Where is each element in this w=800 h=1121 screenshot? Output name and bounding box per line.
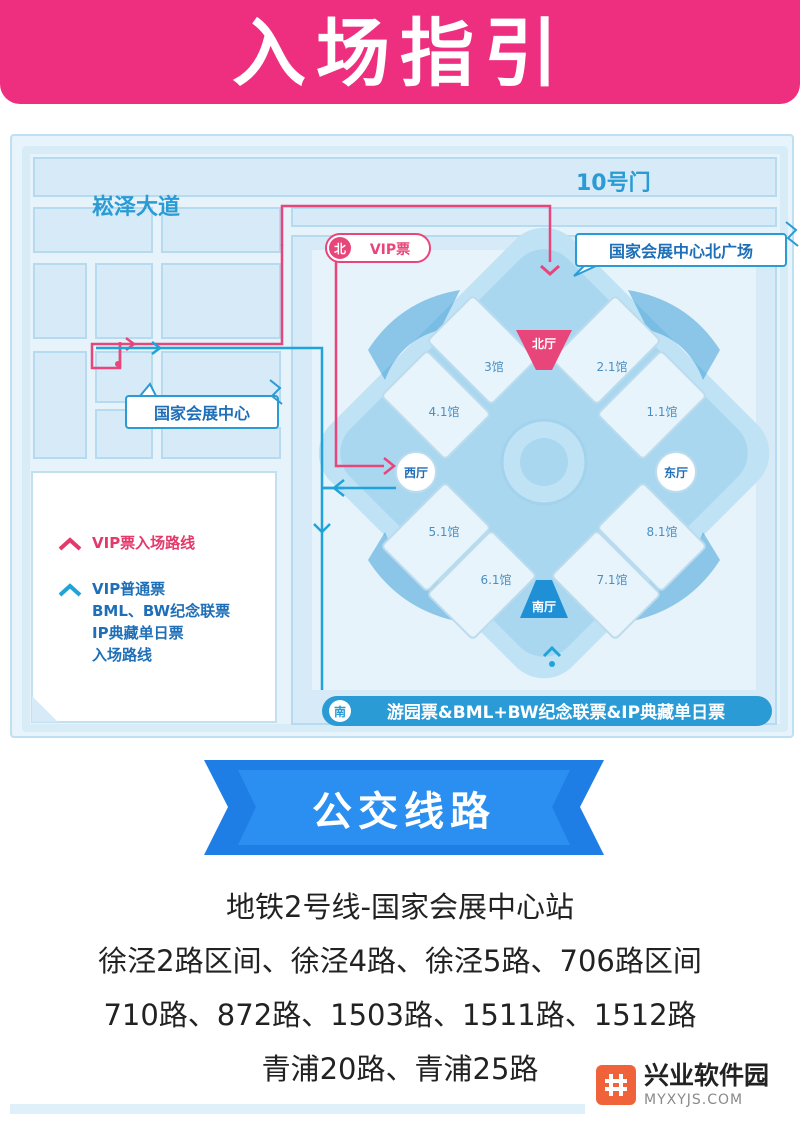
vip-route-west bbox=[334, 250, 384, 468]
west-hall-shape bbox=[395, 451, 437, 493]
legend-standard-line: VIP普通票 bbox=[92, 580, 166, 598]
bottom-strip bbox=[10, 1104, 585, 1114]
hall-north: 北厅 bbox=[532, 336, 556, 351]
route-legend: VIP票入场路线 VIP普通票 BML、BW纪念联票 IP典藏单日票 入场路线 bbox=[32, 474, 276, 722]
hall-south: 南厅 bbox=[532, 599, 556, 614]
block bbox=[161, 263, 281, 339]
hall-1-1: 1.1馆 bbox=[646, 404, 677, 419]
hall-west: 西厅 bbox=[404, 466, 428, 480]
hall-7-1: 7.1馆 bbox=[596, 572, 627, 587]
block bbox=[161, 207, 281, 253]
vip-arrow-west bbox=[383, 457, 397, 475]
gate-label: 10号门 bbox=[576, 170, 651, 196]
legend-corner bbox=[32, 696, 58, 722]
bus-line: 710路、872路、1503路、1511路、1512路 bbox=[103, 998, 697, 1032]
legend-standard-line: IP典藏单日票 bbox=[92, 624, 184, 642]
standard-arrow-down bbox=[313, 523, 331, 534]
block bbox=[95, 263, 153, 339]
legend-vip-text: VIP票入场路线 bbox=[92, 534, 196, 552]
vip-arrow-down bbox=[540, 264, 560, 277]
block bbox=[33, 263, 87, 339]
north-plaza-label: 国家会展中心北广场 bbox=[609, 242, 753, 261]
watermark-url: MYXYJS.COM bbox=[644, 1091, 744, 1108]
watermark-logo-icon bbox=[596, 1064, 636, 1105]
block-top-street bbox=[33, 157, 777, 197]
standard-route-line bbox=[96, 346, 324, 690]
block bbox=[291, 207, 777, 227]
svg-text:北: 北 bbox=[334, 241, 346, 256]
block bbox=[161, 351, 281, 403]
east-hall-shape bbox=[655, 451, 697, 493]
bus-title: 公交线路 bbox=[312, 788, 496, 835]
header-banner: 入场指引 bbox=[0, 0, 800, 104]
metro-label: 国家会展中心 bbox=[154, 404, 250, 423]
metro-callout bbox=[125, 395, 279, 429]
south-entrance-label: 游园票&BML+BW纪念联票&IP典藏单日票 bbox=[387, 702, 725, 723]
page-title: 入场指引 bbox=[232, 10, 568, 97]
north-plaza-callout bbox=[575, 233, 787, 267]
legend-vip-row: VIP票入场路线 bbox=[58, 532, 195, 554]
sparkle-icon bbox=[785, 221, 799, 247]
bus-lines: 地铁2号线-国家会展中心站 徐泾2路区间、徐泾4路、徐泾5路、706路区间 71… bbox=[40, 880, 760, 1096]
legend-standard-line: 入场路线 bbox=[92, 646, 153, 664]
south-entrance-bar bbox=[322, 696, 772, 726]
block bbox=[33, 207, 153, 253]
svg-text:南: 南 bbox=[334, 704, 346, 719]
venue-map-drawing: 崧泽大道 10号门 国家会展中心北广场 北 VIP票 国家会展中心 北厅 南厅 … bbox=[22, 146, 799, 732]
bus-line: 地铁2号线-国家会展中心站 bbox=[226, 890, 574, 924]
hall-8-1: 8.1馆 bbox=[646, 524, 677, 539]
hall-4-1: 4.1馆 bbox=[428, 404, 459, 419]
hall-2-1: 2.1馆 bbox=[596, 359, 627, 374]
south-hall-shape bbox=[520, 580, 568, 618]
sparkle-icon bbox=[269, 379, 283, 405]
bus-banner bbox=[204, 760, 604, 855]
exhibition-building bbox=[318, 227, 770, 679]
south-marker bbox=[329, 700, 351, 722]
bus-line: 青浦20路、青浦25路 bbox=[261, 1052, 539, 1086]
watermark: 兴业软件园 MYXYJS.COM bbox=[586, 1048, 800, 1121]
vip-label: VIP票 bbox=[370, 242, 410, 258]
hall-east: 东厅 bbox=[664, 465, 688, 480]
vip-label-pill bbox=[325, 233, 431, 263]
block bbox=[33, 351, 87, 459]
south-arrow-up bbox=[542, 645, 562, 658]
hall-5-1: 5.1馆 bbox=[428, 524, 459, 539]
legend-standard-line: BML、BW纪念联票 bbox=[92, 602, 231, 620]
bus-line: 徐泾2路区间、徐泾4路、徐泾5路、706路区间 bbox=[98, 944, 702, 978]
road-name: 崧泽大道 bbox=[92, 194, 180, 220]
vip-route-icon bbox=[58, 537, 82, 551]
north-marker bbox=[329, 237, 351, 259]
north-hall-shape bbox=[516, 330, 572, 370]
standard-route-icon bbox=[58, 583, 82, 597]
watermark-name: 兴业软件园 bbox=[644, 1060, 770, 1090]
hall-3: 3馆 bbox=[484, 359, 504, 374]
legend-panel bbox=[31, 471, 277, 723]
vip-route-line bbox=[90, 204, 552, 370]
hall-6-1: 6.1馆 bbox=[480, 572, 511, 587]
block bbox=[161, 427, 281, 459]
legend-standard-row: VIP普通票 BML、BW纪念联票 IP典藏单日票 入场路线 bbox=[58, 578, 230, 666]
